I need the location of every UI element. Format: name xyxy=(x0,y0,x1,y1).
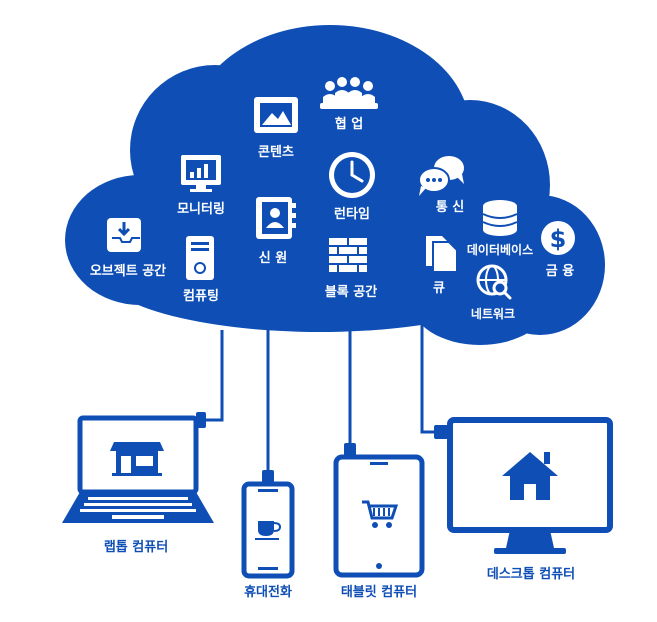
service-label-messaging: 통 신 xyxy=(436,200,464,215)
laptop-device xyxy=(62,415,214,523)
desktop-device xyxy=(447,417,613,554)
brick-wall-icon xyxy=(329,238,367,272)
database-icon xyxy=(482,200,518,236)
device-label-phone: 휴대전화 xyxy=(244,584,292,600)
service-label-collaboration: 협 업 xyxy=(335,116,363,132)
service-label-content: 콘텐츠 xyxy=(258,144,294,160)
service-label-identity: 신 원 xyxy=(259,251,287,266)
device-label-laptop: 랩톱 컴퓨터 xyxy=(104,539,168,555)
service-label-monitoring: 모니터링 xyxy=(177,201,225,217)
service-label-finance: 금 융 xyxy=(546,263,574,279)
clock-icon xyxy=(329,152,375,198)
dollar-icon: $ xyxy=(541,221,575,255)
device-label-tablet: 태블릿 컴퓨터 xyxy=(341,584,417,600)
download-tray-icon xyxy=(107,218,141,252)
coffee-cup-icon xyxy=(255,521,282,540)
cloud-shape xyxy=(65,25,605,345)
service-label-queue: 큐 xyxy=(433,281,445,296)
service-label-compute: 컴퓨팅 xyxy=(183,288,219,304)
service-label-block-storage: 블록 공간 xyxy=(325,284,377,300)
shopping-cart-icon xyxy=(362,500,399,528)
contact-book-icon xyxy=(256,197,296,239)
service-label-network: 네트워크 xyxy=(471,306,515,321)
phone-device xyxy=(241,481,295,579)
document-stack-icon xyxy=(426,236,458,273)
globe-search-icon xyxy=(476,264,512,300)
svg-text:$: $ xyxy=(550,225,567,253)
cable-plugs xyxy=(196,412,448,484)
chat-bubbles-icon xyxy=(418,156,464,196)
tablet-device xyxy=(333,454,425,578)
bar-chart-monitor-icon xyxy=(181,155,221,192)
service-label-runtime: 런타임 xyxy=(334,206,370,222)
service-label-object-storage: 오브젝트 공간 xyxy=(90,263,166,279)
image-icon xyxy=(254,97,298,133)
storefront-icon xyxy=(110,442,164,476)
house-icon xyxy=(502,452,558,500)
connection-cables xyxy=(200,325,445,472)
server-icon xyxy=(186,236,214,280)
service-label-database: 데이터베이스 xyxy=(467,242,533,257)
device-label-desktop: 데스크톱 컴퓨터 xyxy=(487,566,575,582)
people-meeting-icon xyxy=(320,77,378,109)
